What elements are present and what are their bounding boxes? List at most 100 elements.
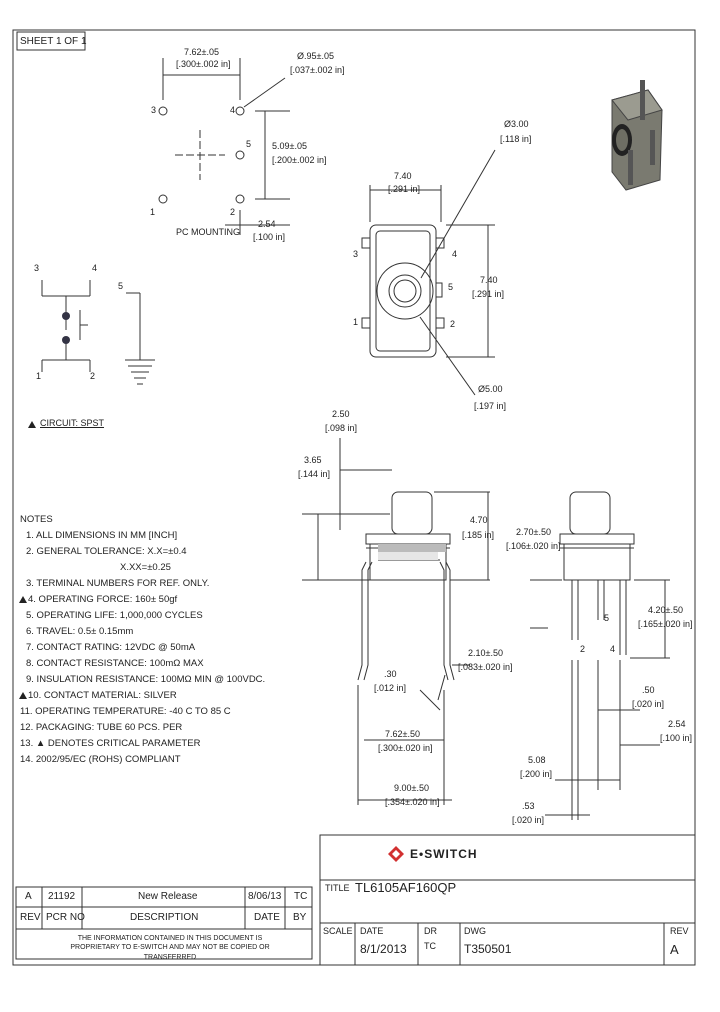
critical-marker-4 [19,596,27,603]
dim-side-3-65: 3.65 [304,455,322,465]
top-view-body-ring [376,262,434,320]
top-pin-4: 4 [452,249,458,259]
top-view-pin-4 [435,237,445,249]
dim-side-2-50-in: [.098 in] [325,423,358,433]
rev-table-cell: 8/06/13 [248,891,282,902]
rev-table-header: REV [20,912,41,923]
dr-label: DR [424,926,437,936]
dim-side-2-10-in: [.083±.020 in] [458,662,513,672]
note-item: 13. ▲ DENOTES CRITICAL PARAMETER [20,738,201,749]
date-value: 8/1/2013 [360,942,407,956]
top-pin-2: 2 [450,319,456,329]
revision-table [15,886,313,960]
rev-table-header: PCR NO [46,912,85,923]
rev-table-header: DATE [254,912,280,923]
critical-marker-circuit [28,421,36,428]
dim-end-53: .53 [522,801,535,811]
note-item: X.XX=±0.25 [120,562,171,573]
rev-table-header: DESCRIPTION [130,912,199,923]
dim-end-2-54: 2.54 [668,719,686,729]
top-pin-5: 5 [448,282,454,292]
pc-mounting-label: PC MOUNTING [176,227,240,237]
dwg-value: T350501 [464,942,512,956]
pc-hole-4 [235,106,245,116]
dim-top-plunger-in: [.118 in] [500,134,532,144]
top-view-plunger [388,274,422,308]
pc-pin-2: 2 [230,207,236,217]
note-item: 1. ALL DIMENSIONS IN MM [INCH] [26,530,178,541]
dim-top-width: 7.40 [394,171,412,181]
circuit-pin-5: 5 [118,281,124,291]
note-item: 7. CONTACT RATING: 12VDC @ 50mA [26,642,196,653]
dim-side-4-70: 4.70 [470,515,488,525]
dim-pc-hole: Ø.95±.05 [297,51,334,61]
note-item: 8. CONTACT RESISTANCE: 100mΩ MAX [26,658,204,669]
pc-hole-2 [235,194,245,204]
rev-label: REV [670,926,689,936]
note-item: 14. 2002/95/EC (ROHS) COMPLIANT [20,754,181,765]
dim-end-50: .50 [642,685,655,695]
note-item: 2. GENERAL TOLERANCE: X.X=±0.4 [26,546,187,557]
e-switch-logo-mark [388,846,404,862]
pc-pin-5: 5 [246,139,252,149]
dr-value: TC [424,941,436,951]
dim-pc-v-in: [.200±.002 in] [272,155,327,165]
rev-table-cell: New Release [138,891,198,902]
rev-value: A [670,942,679,957]
top-view-pin-1 [361,317,371,329]
dim-top-width-in: [.291 in] [388,184,421,194]
sheet-label: SHEET 1 OF 1 [20,36,87,47]
date-label: DATE [360,926,384,936]
dim-pc-hole-in: [.037±.002 in] [290,65,345,75]
side-view-plunger [391,491,433,535]
note-item: 11. OPERATING TEMPERATURE: -40 C TO 85 C [20,706,231,717]
switch-3d-render [611,80,663,191]
dim-side-4-70-in: [.185 in] [462,530,495,540]
pc-hole-3 [158,106,168,116]
dim-end-5-08-in: [.200 in] [520,769,553,779]
note-item: 10. CONTACT MATERIAL: SILVER [28,690,177,701]
dim-side-30: .30 [384,669,397,679]
dim-side-30-in: [.012 in] [374,683,407,693]
contact-bottom [62,336,70,344]
contact-top [62,312,70,320]
dim-side-2-10: 2.10±.50 [468,648,503,658]
end-view-cap [559,533,635,545]
circuit-pin-3: 3 [34,263,40,273]
sheet-label-box [16,31,86,51]
title-label: TITLE [325,883,350,893]
pc-hole-1 [158,194,168,204]
pc-pin-1: 1 [150,207,156,217]
top-view-pin-5 [435,282,443,298]
top-view-body [369,224,437,358]
rev-table-cell: TC [294,891,308,902]
part-title: TL6105AF160QP [355,880,457,895]
dwg-label: DWG [464,926,486,936]
rev-table-header: BY [293,912,307,923]
dim-end-50-in: [.020 in] [632,699,665,709]
side-view-cap [365,533,451,545]
note-item: 12. PACKAGING: TUBE 60 PCS. PER [20,722,183,733]
dim-end-4-20: 4.20±.50 [648,605,683,615]
note-item: 4. OPERATING FORCE: 160± 50gf [28,594,178,605]
rev-table-cell: 21192 [48,891,76,902]
dim-side-7-62: 7.62±.50 [385,729,420,739]
circuit-label: CIRCUIT: SPST [40,418,105,428]
e-switch-logo: E•SWITCH [410,847,478,861]
end-pin-5: 5 [604,613,610,623]
top-view-pin-3 [361,237,371,249]
dim-top-body: Ø5.00 [478,384,503,394]
pc-pin-4: 4 [230,105,236,115]
title-block [319,834,696,966]
dim-end-4-20-in: [.165±.020 in] [638,619,693,629]
dim-top-plunger: Ø3.00 [504,119,529,129]
note-item: 9. INSULATION RESISTANCE: 100MΩ MIN @ 10… [26,674,266,685]
circuit-pin-4: 4 [92,263,98,273]
dim-end-2-54-in: [.100 in] [660,733,693,743]
note-item: 5. OPERATING LIFE: 1,000,000 CYCLES [26,610,203,621]
scale-label: SCALE [323,926,353,936]
dim-side-3-65-in: [.144 in] [298,469,331,479]
dim-end-53-in: [.020 in] [512,815,545,825]
